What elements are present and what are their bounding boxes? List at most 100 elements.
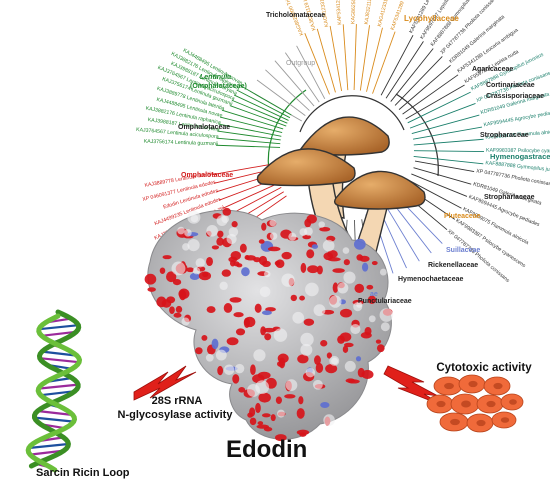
lentinula-branch — [229, 105, 287, 127]
surface-highlight — [192, 267, 201, 275]
oxygen-spot — [186, 267, 195, 273]
agaricales-branch — [385, 41, 424, 99]
cell-nucleus — [500, 417, 510, 423]
lentinula2-branch — [221, 109, 284, 130]
hymenogastraceae-branch — [411, 114, 480, 135]
outgroup-branch — [296, 45, 326, 100]
oxygen-spot — [275, 259, 285, 268]
oxygen-spot — [201, 335, 208, 341]
oxygen-spot — [284, 394, 296, 399]
cell-nucleus — [486, 400, 496, 408]
surface-highlight — [259, 286, 271, 298]
base-pair — [38, 383, 79, 390]
lyophyllaceae-branch — [366, 27, 383, 92]
lentinula2-branch — [217, 130, 281, 141]
surface-highlight — [342, 247, 350, 254]
nitrogen-spot — [189, 272, 200, 280]
surface-highlight — [219, 281, 228, 291]
outgroup-branch — [265, 69, 310, 111]
oxygen-spot — [254, 303, 262, 313]
oxygen-spot — [250, 364, 256, 376]
oxygen-spot — [144, 273, 157, 285]
family-omphalotaceae-red: Omphalotaceae — [181, 172, 234, 179]
cell-nucleus — [468, 380, 478, 388]
oxygen-spot — [169, 306, 175, 314]
lyophyllaceae-taxon-label: KAG8625000 Tricholoma furcaticium — [350, 0, 359, 24]
omphalotaceae-branch — [222, 182, 280, 209]
oxygen-spot — [296, 429, 310, 435]
oxygen-spot — [206, 306, 216, 314]
strophariaceae-branch — [411, 173, 468, 197]
activity-cytotoxic: Cytotoxic activity — [436, 362, 532, 374]
surface-highlight — [216, 215, 228, 227]
surface-highlight — [253, 349, 266, 362]
base-pair — [40, 390, 75, 397]
oxygen-spot — [245, 255, 256, 261]
oxygen-spot — [226, 337, 239, 346]
oxygen-spot — [316, 265, 323, 275]
protein-atom-spots — [144, 207, 394, 442]
family-punctulariaceae: Punctulariaceae — [358, 298, 412, 305]
oxygen-spot — [342, 345, 349, 353]
hymenogastraceae-branch — [413, 156, 484, 165]
cell-nucleus — [476, 419, 486, 427]
oxygen-spot — [262, 327, 276, 333]
oxygen-spot — [326, 352, 332, 359]
cell-nucleus — [450, 418, 460, 426]
oxygen-spot — [249, 407, 256, 417]
cell-nucleus — [461, 400, 471, 408]
cell-nucleus — [436, 400, 446, 408]
oxygen-spot — [257, 421, 264, 426]
family-pluteaceae: Pluteaceae — [444, 213, 481, 220]
oxygen-spot — [147, 287, 156, 292]
oxygen-spot — [258, 239, 265, 244]
oxygen-spot — [263, 426, 273, 432]
oxygen-spot — [233, 312, 244, 318]
base-pair — [38, 324, 79, 331]
oxygen-spot — [320, 340, 328, 347]
lentinula2-branch — [219, 116, 283, 134]
outgroup-branch — [284, 52, 320, 103]
oxygen-spot — [216, 237, 224, 246]
oxygen-spot — [345, 378, 356, 383]
lyophyllaceae-branch — [316, 28, 336, 93]
surface-highlight — [269, 232, 278, 240]
surface-highlight — [234, 363, 245, 374]
lyophyllaceae-branch — [342, 24, 349, 91]
family-hymenogastraceae: Hymenogastraceae — [490, 152, 550, 161]
surface-highlight — [379, 268, 387, 276]
oxygen-spot — [332, 268, 345, 273]
surface-highlight — [269, 219, 277, 227]
oxygen-spot — [315, 362, 324, 374]
oxygen-spot — [229, 297, 242, 303]
surface-highlight — [343, 271, 356, 284]
surface-highlight — [171, 261, 186, 276]
oxygen-spot — [166, 271, 177, 283]
surface-highlight — [344, 360, 356, 372]
surface-highlight — [177, 226, 185, 235]
hymenogastraceae-branch — [413, 138, 484, 146]
base-pair — [34, 416, 74, 423]
oxygen-spot — [343, 342, 354, 348]
lentinula-branch — [239, 84, 292, 116]
lightning-icon-left — [133, 365, 197, 401]
oxygen-spot — [172, 279, 182, 286]
surface-highlight — [277, 409, 285, 418]
label-lentinula: Lentinula — [200, 74, 232, 81]
oxygen-spot — [325, 363, 338, 374]
oxygen-spot — [198, 271, 212, 281]
oxygen-spot — [277, 353, 289, 364]
surface-highlight — [323, 414, 335, 426]
oxygen-spot — [319, 227, 331, 232]
oxygen-spot — [258, 392, 271, 403]
lyophyllaceae-branch — [353, 24, 357, 91]
lentinula-branch — [233, 94, 289, 121]
base-pair — [39, 357, 80, 364]
lentinula2-branch — [216, 144, 281, 148]
label-lentinula-omphalotaceae: (Omphalotaceae) — [190, 83, 247, 90]
oxygen-spot — [265, 307, 276, 312]
family-agaricaceae: Agaricaceae — [472, 66, 514, 73]
sarcin-ricin-loop-helix — [25, 309, 83, 473]
surface-highlight — [312, 379, 323, 390]
suillaceae-branch — [391, 202, 432, 254]
